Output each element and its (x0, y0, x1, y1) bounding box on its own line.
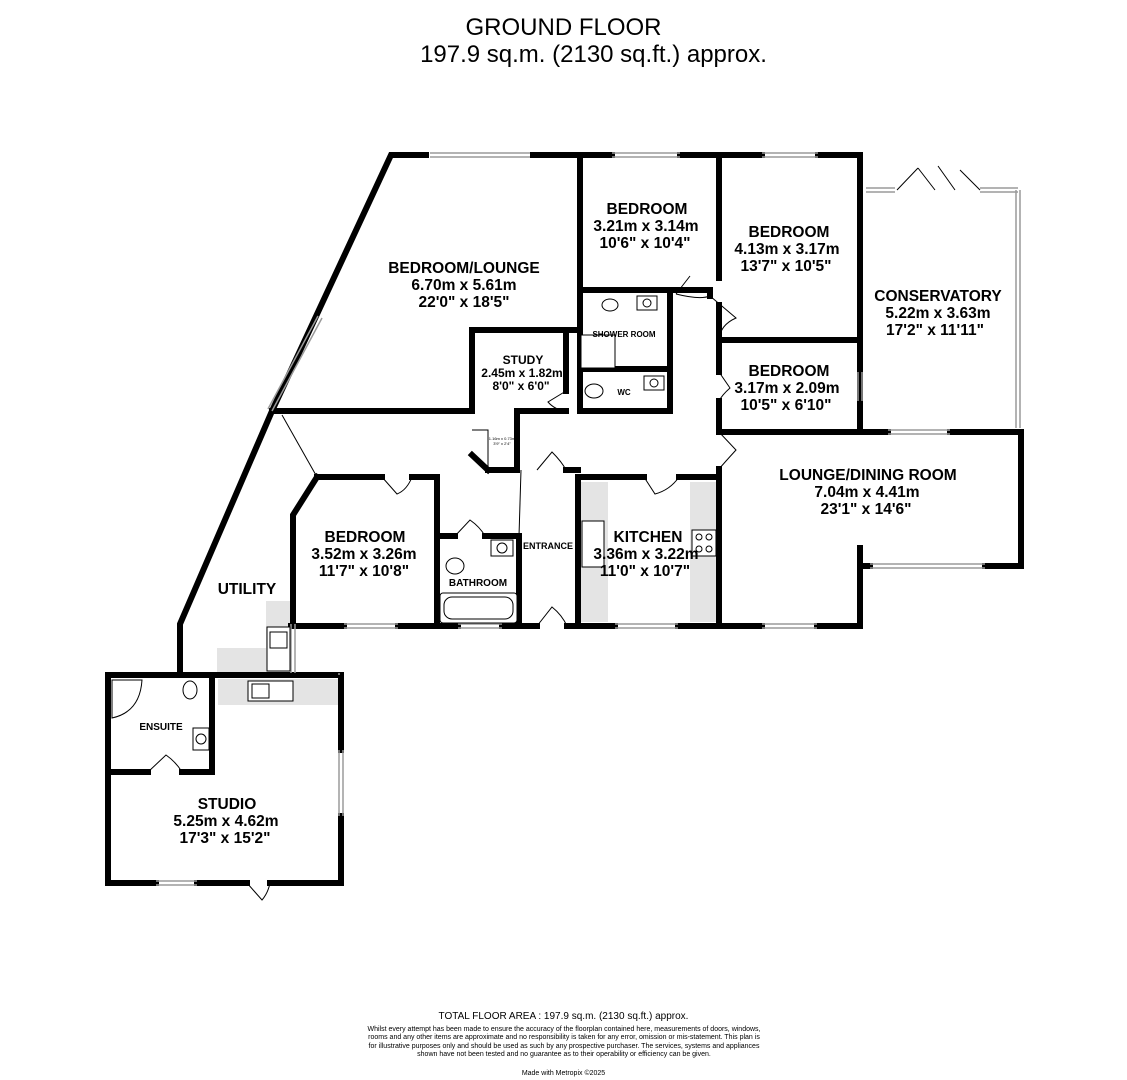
room-name: CONSERVATORY (874, 288, 1002, 305)
room-name: KITCHEN (614, 529, 683, 546)
room-name: LOUNGE/DINING ROOM (779, 467, 956, 484)
room-imperial: 17'3" x 15'2" (179, 830, 270, 847)
room-metric: 7.04m x 4.41m (814, 484, 919, 501)
room-name: BEDROOM/LOUNGE (388, 260, 540, 277)
room-imperial: 11'0" x 10'7" (600, 563, 690, 580)
room-imperial: 8'0" x 6'0" (492, 379, 549, 393)
ensuite-label: ENSUITE (139, 722, 183, 733)
room-imperial: 10'5" x 6'10" (740, 397, 831, 414)
room-metric: 3.17m x 2.09m (734, 380, 839, 397)
walls (105, 152, 1024, 886)
room-imperial: 11'7" x 10'8" (319, 563, 409, 580)
room-imperial: 13'7" x 10'5" (740, 258, 831, 275)
shower-room-label: SHOWER ROOM (592, 330, 655, 339)
room-metric: 6.70m x 5.61m (411, 277, 516, 294)
bathroom-label: BATHROOM (449, 578, 507, 589)
wc-label: WC (617, 388, 631, 397)
room-metric: 3.52m x 3.26m (311, 546, 416, 563)
room-name: STUDIO (198, 796, 257, 813)
room-imperial: 22'0" x 18'5" (418, 294, 509, 311)
fixtures (111, 295, 717, 751)
floor-area: 197.9 sq.m. (2130 sq.ft.) approx. (420, 41, 767, 68)
room-metric: 5.25m x 4.62m (173, 813, 278, 830)
room-metric: 5.22m x 3.63m (885, 305, 990, 322)
room-metric: 3.21m x 3.14m (593, 218, 698, 235)
doors (147, 165, 981, 901)
credit: Made with Metropix ©2025 (521, 1070, 606, 1077)
room-imperial: 23'1" x 14'6" (820, 501, 911, 518)
room-name: STUDY (503, 353, 544, 367)
cupboard-metric: 1.16m x 0.73m (489, 436, 516, 441)
room-imperial: 10'6" x 10'4" (599, 235, 690, 252)
total-floor-area: TOTAL FLOOR AREA : 197.9 sq.m. (2130 sq.… (438, 1011, 689, 1022)
windows (156, 152, 1021, 886)
room-name: BEDROOM (607, 201, 688, 218)
room-name: BEDROOM (749, 363, 830, 380)
room-name: BEDROOM (325, 529, 406, 546)
entrance-label: ENTRANCE (523, 541, 573, 551)
disclaimer: Whilst every attempt has been made to en… (367, 1026, 761, 1059)
utility-label: UTILITY (218, 581, 277, 598)
room-metric: 4.13m x 3.17m (734, 241, 839, 258)
floor-title: GROUND FLOOR (465, 14, 662, 41)
room-imperial: 17'2" x 11'11" (886, 322, 984, 339)
room-metric: 3.36m x 3.22m (593, 546, 698, 563)
room-metric: 2.45m x 1.82m (481, 366, 562, 380)
room-name: BEDROOM (749, 224, 830, 241)
cupboard-imperial: 3'9" x 2'4" (493, 441, 511, 446)
room-labels: BEDROOM/LOUNGE 6.70m x 5.61m 22'0" x 18'… (139, 201, 1002, 847)
